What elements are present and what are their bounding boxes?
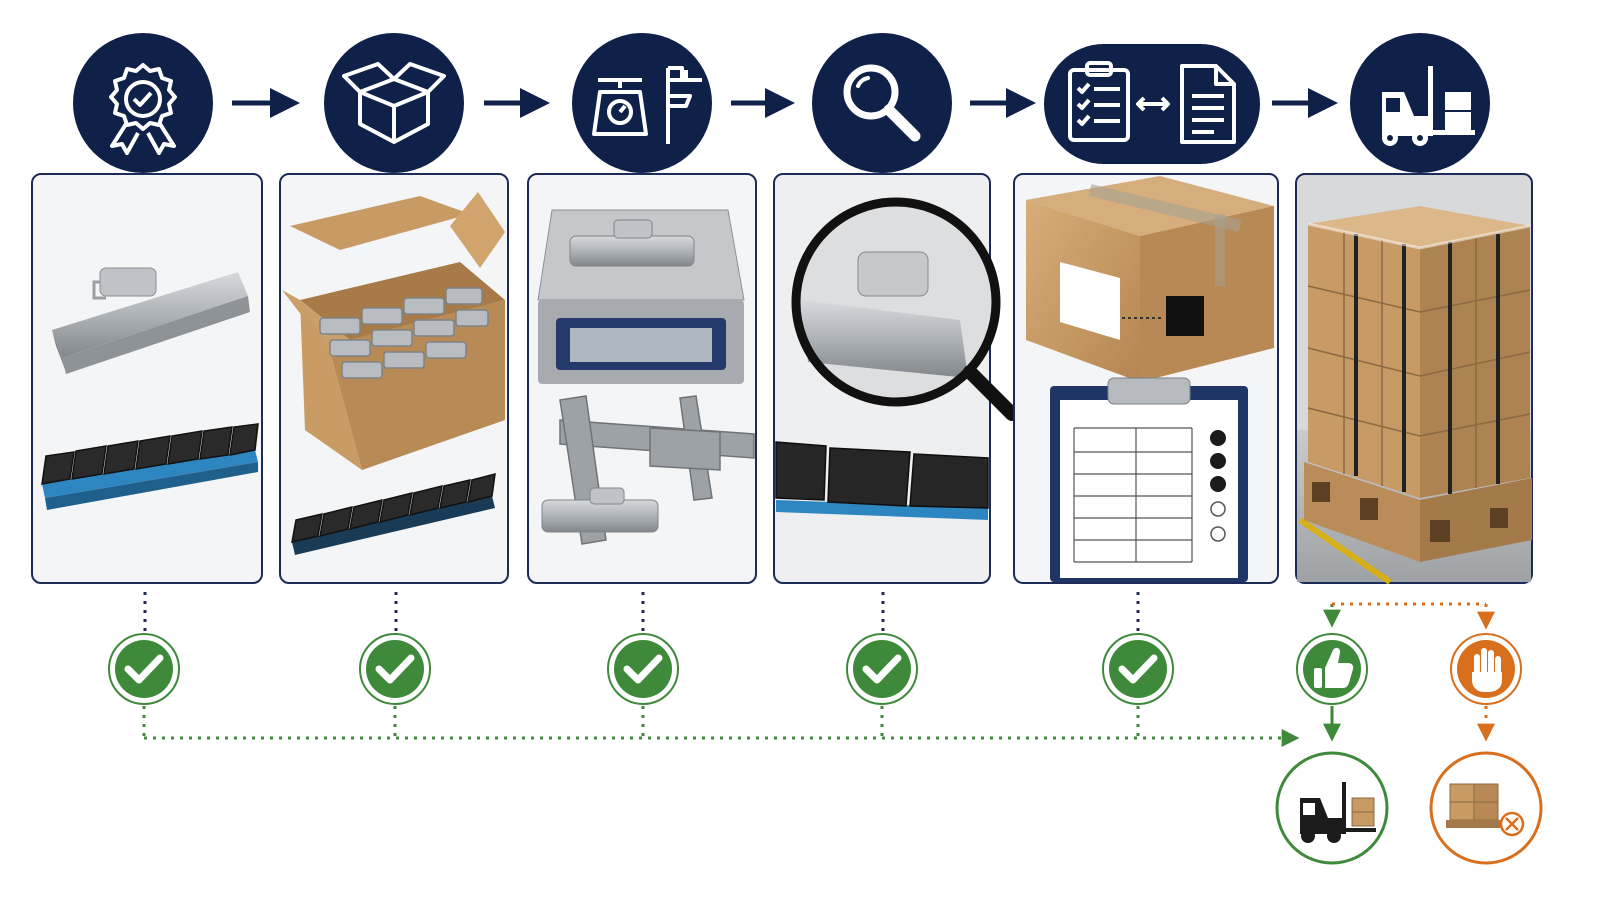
weight-in-caliper: [541, 487, 659, 533]
adhesive-weight-closeup: [775, 441, 989, 520]
photo-panel-documentation: [1013, 173, 1279, 584]
photo-panel-dispatch: [1295, 173, 1533, 585]
check-measuring: [607, 633, 679, 705]
wooden-pallet: [1304, 462, 1532, 562]
hold-flow-line: [1332, 602, 1495, 742]
checklist-to-document-icon: [1068, 61, 1236, 144]
award-ribbon-icon: [109, 63, 177, 155]
step-icon-packing: [324, 33, 464, 173]
checkmark-icon: [862, 654, 902, 684]
checkmark-icon: [124, 654, 164, 684]
step-icon-inspection: [812, 33, 952, 173]
clip-on-wheel-weight: [52, 267, 250, 374]
clipboard-checklist: [1050, 377, 1248, 582]
step-icon-dispatch: [1350, 33, 1490, 173]
adhesive-wheel-weight-strip: [41, 423, 259, 510]
rejected-result: [1429, 751, 1543, 865]
open-box-icon: [342, 62, 446, 144]
pass-flow-line: [142, 604, 1341, 747]
step-icon-certification: [73, 33, 213, 173]
rejected-pallet-icon: [1446, 783, 1525, 837]
panel-to-check-connectors: [143, 592, 1140, 632]
thumbs-up-icon: [1314, 647, 1354, 688]
weight-on-scale: [569, 219, 695, 267]
checkmark-icon: [1118, 654, 1158, 684]
forklift-shipment-icon: [1300, 782, 1376, 843]
step-icon-documentation: [1044, 44, 1260, 164]
check-inspection: [846, 633, 918, 705]
checkmark-icon: [375, 654, 415, 684]
magnifier-icon: [843, 64, 921, 142]
floor-marking: [1298, 517, 1392, 585]
labeled-shipping-box: [1026, 176, 1274, 382]
check-packing: [359, 633, 431, 705]
photo-panel-inspection: [773, 173, 1019, 584]
checkmark-icon: [623, 654, 663, 684]
shipment-result: [1275, 751, 1389, 865]
photo-panel-packing: [279, 173, 509, 584]
check-documentation: [1102, 633, 1174, 705]
step-icon-measuring: [572, 33, 712, 173]
photo-panel-measuring: [527, 173, 757, 584]
stop-hand-icon: [1472, 648, 1502, 692]
wrapped-pallet-of-boxes: [1307, 206, 1531, 498]
digital-scale: [537, 209, 745, 384]
forklift-icon: [1382, 66, 1475, 146]
magnified-wheel-weight: [791, 197, 1019, 421]
hold-decision: [1450, 633, 1522, 705]
adhesive-weight-strip: [291, 472, 496, 555]
photo-panel-certification: [31, 173, 263, 584]
approve-decision: [1296, 633, 1368, 705]
packed-wheel-weights: [319, 287, 489, 379]
check-certification: [108, 633, 180, 705]
scale-and-caliper-icon: [592, 66, 702, 144]
